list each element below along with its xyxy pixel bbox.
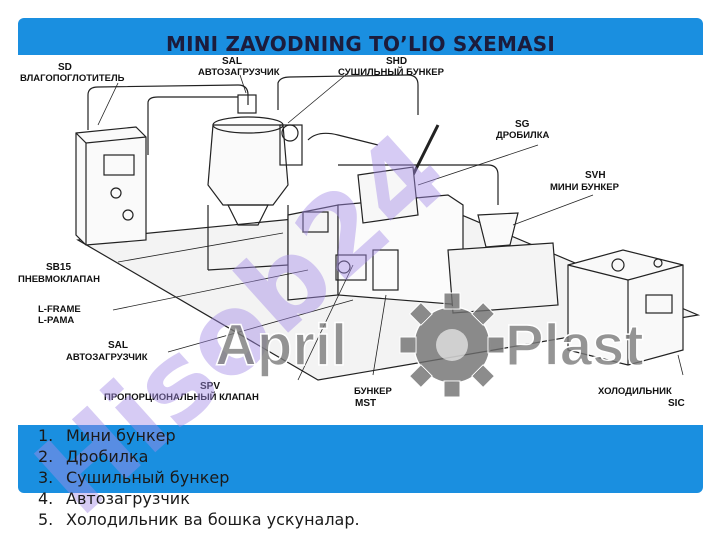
dehumidifier-dial-2 <box>122 209 134 221</box>
equipment-list: 1. Мини бункер 2. Дробилка 3. Сушильный бунке… <box>18 425 703 540</box>
list-item: 2. Дробилка <box>18 446 703 467</box>
label-mst-line1: БУНКЕР <box>354 386 392 397</box>
proportional-valve <box>335 254 367 281</box>
list-item: 1. Мини бункер <box>18 425 703 446</box>
label-sd-code: SD <box>58 62 72 73</box>
april-plast-logo: April Plast <box>214 292 644 398</box>
gear-icon <box>399 292 505 398</box>
list-item: 3. Сушильный бункер <box>18 467 703 488</box>
list-item-number: 4. <box>38 489 54 508</box>
list-item-text: Мини бункер <box>66 426 176 445</box>
list-item-text: Автозагрузчик <box>66 489 190 508</box>
label-lframe-line1: L-FRAME <box>38 304 81 315</box>
pipe-top-3 <box>277 74 419 115</box>
label-sic-code: SIC <box>668 398 685 409</box>
dehumidifier-panel <box>103 154 135 176</box>
dehumidifier-unit <box>75 126 147 246</box>
equipment-drawing: SD ВЛАГОПОГЛОТИТЕЛЬ SAL АВТОЗАГРУЗЧИК SH… <box>18 56 701 409</box>
logo-text-right: Plast <box>505 313 644 378</box>
control-screen <box>302 211 329 233</box>
label-shd-code: SHD <box>386 56 407 67</box>
page-title: MINI ZAVODNING TO’LIO SXEMASI <box>165 32 556 56</box>
label-spv-name: ПРОПОРЦИОНАЛЬНЫЙ КЛАПАН <box>104 391 259 403</box>
label-spv-code: SPV <box>200 381 220 392</box>
label-sb15-code: SB15 <box>46 262 71 273</box>
list-item-text: Дробилка <box>66 447 149 466</box>
list-item: 5. Холодильник ва бошка ускуналар. <box>18 509 703 530</box>
pipe-dryer <box>307 132 379 146</box>
list-item: 4. Автозагрузчик <box>18 488 703 509</box>
logo-text-left: April <box>215 313 347 378</box>
dehumidifier-dial <box>110 187 122 199</box>
label-sg-code: SG <box>515 119 530 130</box>
mst-bunker <box>372 249 399 291</box>
numbered-list: 1. Мини бункер 2. Дробилка 3. Сушильный бунке… <box>18 425 703 530</box>
pipe-top-1 <box>87 84 249 130</box>
list-item-text: Холодильник ва бошка ускуналар. <box>66 510 360 529</box>
label-sg-name: ДРОБИЛКА <box>496 130 549 141</box>
label-lframe-line2: L-PAMA <box>38 315 74 326</box>
list-item-number: 1. <box>38 426 54 445</box>
mini-hopper <box>477 212 519 248</box>
label-sd-name: ВЛАГОПОГЛОТИТЕЛЬ <box>20 73 125 84</box>
list-item-number: 3. <box>38 468 54 487</box>
pipe-mid <box>338 164 499 205</box>
label-svh-code: SVH <box>585 170 606 181</box>
chiller-display <box>645 294 673 314</box>
dryer-fan <box>281 124 299 142</box>
label-svh-name: МИНИ БУНКЕР <box>550 182 620 193</box>
label-sal-top-code: SAL <box>222 56 242 67</box>
label-sic-name: ХОЛОДИЛЬНИК <box>598 386 672 397</box>
loader-top <box>237 94 257 114</box>
chiller-unit <box>567 249 684 366</box>
label-sal-bottom-name: АВТОЗАГРУЗЧИК <box>66 352 148 363</box>
label-sal-bottom-code: SAL <box>108 340 128 351</box>
hopper-cone <box>227 204 269 226</box>
list-item-number: 5. <box>38 510 54 529</box>
extruder-block <box>447 242 559 314</box>
label-sb15-name: ПНЕВМОКЛАПАН <box>18 274 100 285</box>
granulator <box>357 166 419 224</box>
list-item-text: Сушильный бункер <box>66 468 230 487</box>
list-item-number: 2. <box>38 447 54 466</box>
label-shd-name: СУШИЛЬНЫЙ БУНКЕР <box>338 66 445 78</box>
label-sal-top-name: АВТОЗАГРУЗЧИК <box>198 67 280 78</box>
label-mst-line2: MST <box>355 398 376 409</box>
pipe-top-2 <box>147 96 238 155</box>
schematic-diagram: SD ВЛАГОПОГЛОТИТЕЛЬ SAL АВТОЗАГРУЗЧИК SH… <box>18 55 703 425</box>
